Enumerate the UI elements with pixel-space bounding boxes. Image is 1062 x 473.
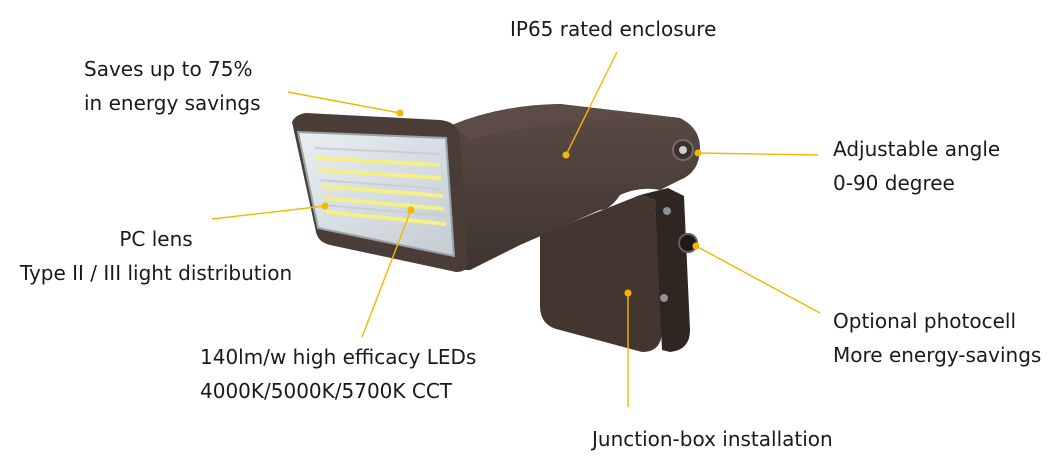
callout-enclosure: IP65 rated enclosure xyxy=(510,12,716,46)
junction-box xyxy=(540,195,662,352)
leader-lens xyxy=(211,205,326,220)
callout-leds: 140lm/w high efficacy LEDs 4000K/5000K/5… xyxy=(200,340,476,408)
callout-angle-line-1: Adjustable angle xyxy=(833,137,1001,161)
leader-dot-enclosure xyxy=(562,151,570,159)
callout-junction-line-1: Junction-box installation xyxy=(592,427,833,451)
leader-dot-energy xyxy=(396,109,404,117)
wall-pack-fixture xyxy=(292,104,700,352)
callout-energy-line-1: Saves up to 75% xyxy=(84,57,253,81)
screw xyxy=(660,294,668,302)
led-array xyxy=(314,147,447,226)
callout-leds-line-2: 4000K/5000K/5700K CCT xyxy=(200,379,453,403)
leader-angle xyxy=(697,152,819,156)
callout-pc-lens: PC lens Type II / III light distribution xyxy=(10,222,302,290)
housing-arm-edge xyxy=(452,104,680,140)
callout-junction-box: Junction-box installation xyxy=(592,422,833,456)
callout-lens-line-2: Type II / III light distribution xyxy=(19,261,293,285)
callout-leds-line-1: 140lm/w high efficacy LEDs xyxy=(200,345,477,369)
leader-dot-leds xyxy=(407,206,415,214)
callout-photocell-line-1: Optional photocell xyxy=(833,309,1017,333)
callout-adjustable-angle: Adjustable angle 0-90 degree xyxy=(833,132,1000,200)
callout-lens-line-1: PC lens xyxy=(119,227,193,251)
housing-arm xyxy=(452,104,700,270)
leader-dot-lens xyxy=(321,202,329,210)
callout-enclosure-line-1: IP65 rated enclosure xyxy=(510,17,717,41)
leader-lines xyxy=(211,51,821,407)
leader-enclosure xyxy=(565,51,618,156)
callout-energy-savings: Saves up to 75% in energy savings xyxy=(84,52,261,120)
leader-energy xyxy=(287,91,401,114)
screw xyxy=(663,207,671,215)
callout-energy-line-2: in energy savings xyxy=(84,91,261,115)
leader-leds xyxy=(361,209,412,338)
leader-dot-junction xyxy=(624,289,632,297)
junction-box-side xyxy=(640,188,690,352)
leader-dot-photocell xyxy=(692,242,700,250)
leader-dot-angle xyxy=(694,149,702,157)
callout-photocell: Optional photocell More energy-savings xyxy=(833,304,1041,372)
leader-photocell xyxy=(695,245,821,314)
callout-photocell-line-2: More energy-savings xyxy=(833,343,1042,367)
callout-angle-line-2: 0-90 degree xyxy=(833,171,955,195)
angle-knob-center xyxy=(679,146,687,154)
